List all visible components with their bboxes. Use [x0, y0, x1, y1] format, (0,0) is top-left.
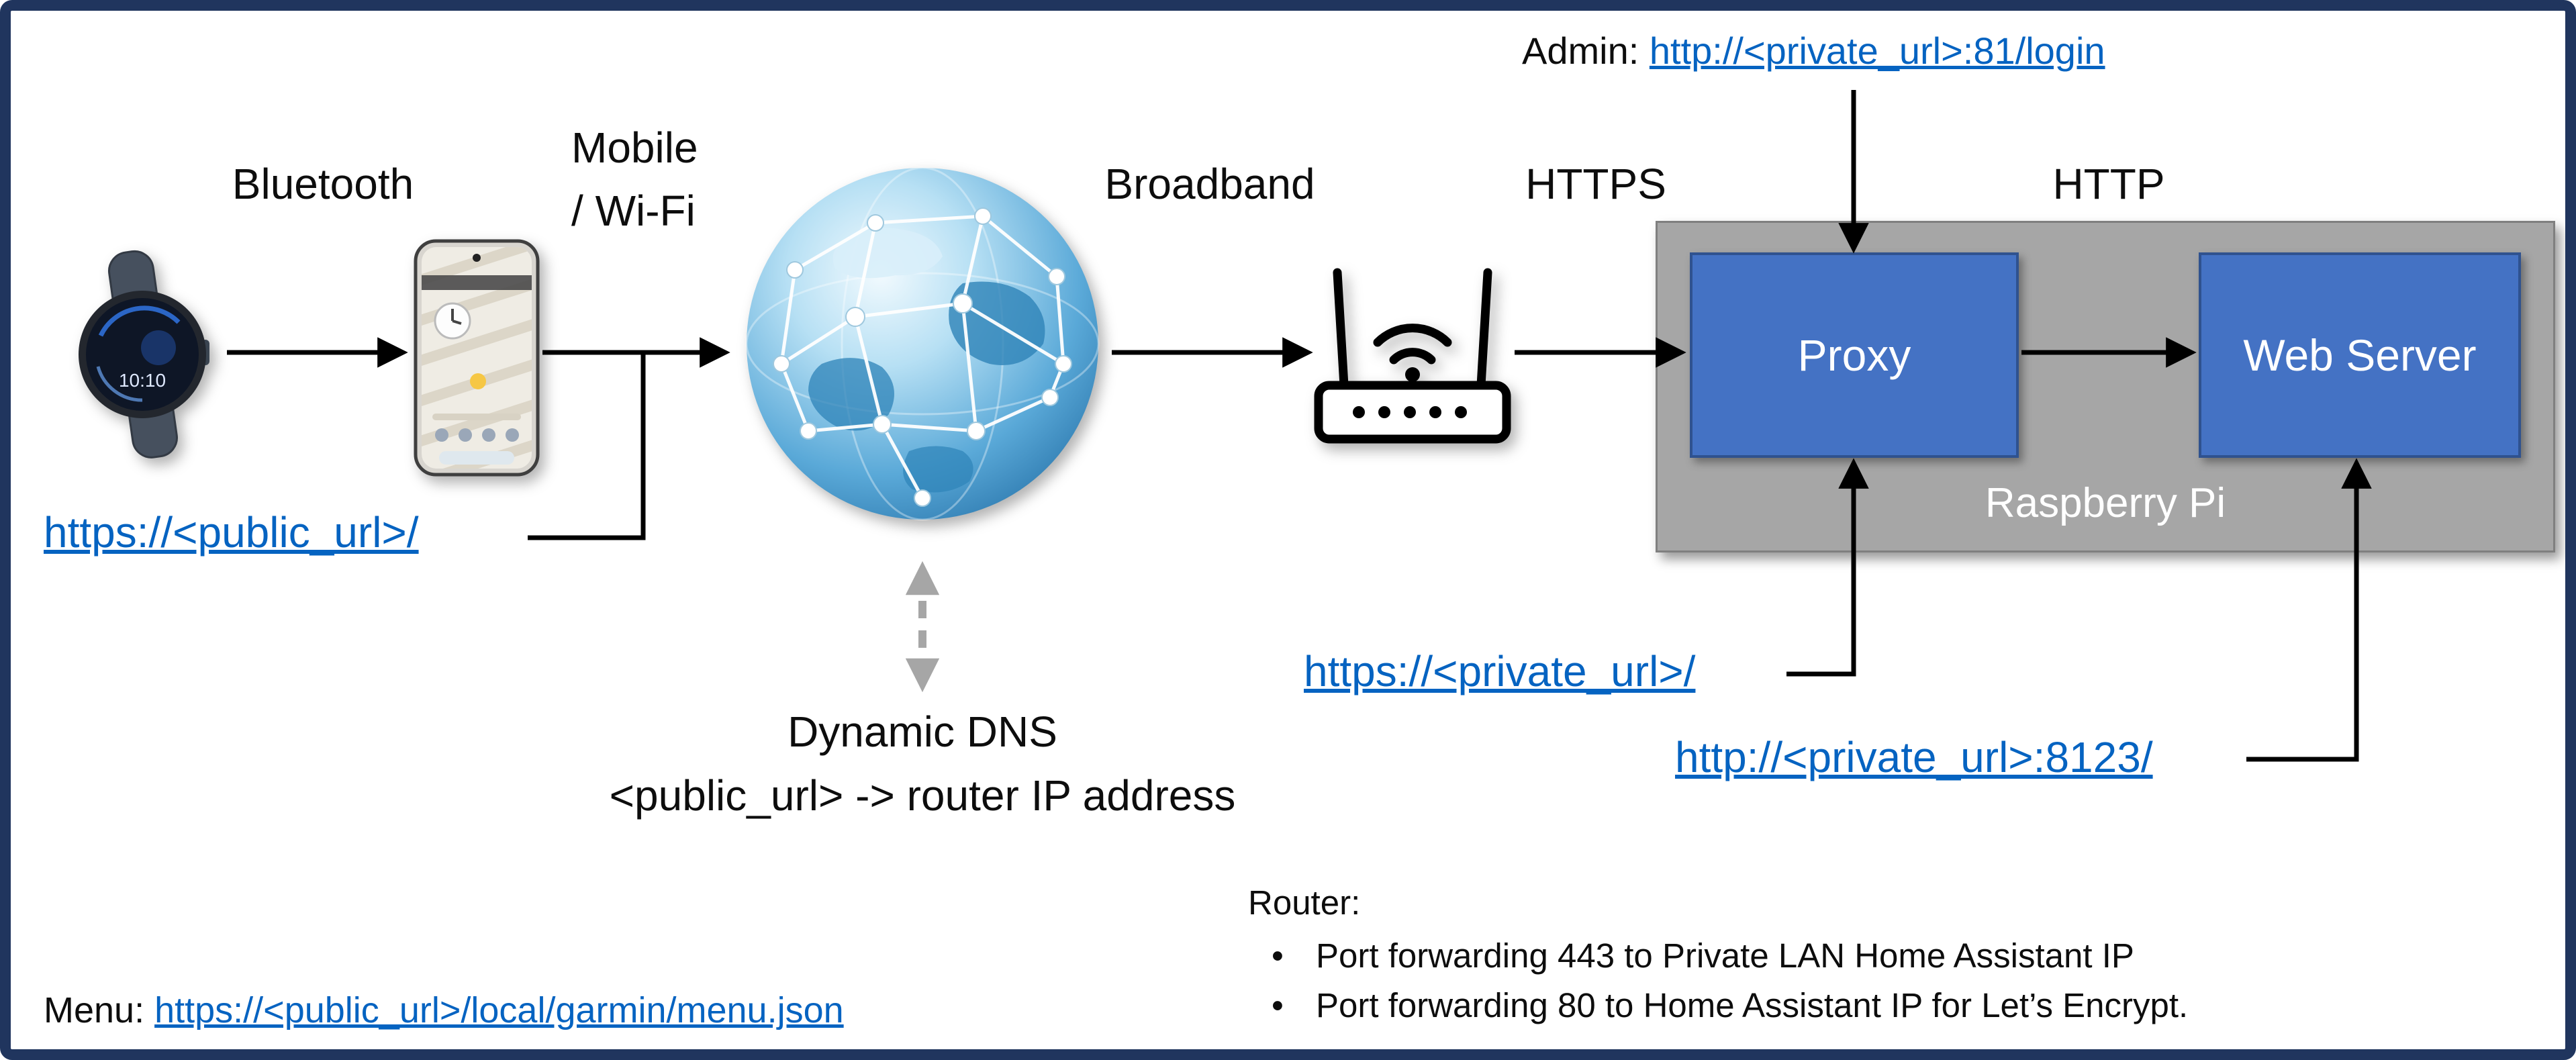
router-notes-title: Router: — [1248, 883, 1361, 922]
proxy-box: Proxy — [1690, 252, 2019, 458]
label-bluetooth: Bluetooth — [232, 160, 414, 208]
router-note-1-text: Port forwarding 443 to Private LAN Home … — [1316, 936, 2134, 975]
private-url-line: https://<private_url>/ — [1304, 647, 1695, 697]
watch-face-arc2 — [96, 366, 143, 402]
bullet-icon: • — [1272, 936, 1284, 975]
router-note-2-text: Port forwarding 80 to Home Assistant IP … — [1316, 986, 2189, 1024]
private-url-link[interactable]: https://<private_url>/ — [1304, 647, 1696, 695]
router-icon — [1314, 268, 1511, 444]
menu-url-link[interactable]: https://<public_url>/local/garmin/menu.j… — [154, 990, 844, 1030]
smartwatch-image: 10:10 — [79, 250, 209, 459]
watch-face-arc — [98, 305, 181, 337]
admin-prefix: Admin: — [1522, 30, 1650, 72]
raspberry-pi-label: Raspberry Pi — [1985, 480, 2226, 526]
router-antenna-left — [1333, 268, 1349, 390]
router-note-bullet-1: • Port forwarding 443 to Private LAN Home… — [1272, 936, 2134, 975]
phone-dock-divider — [432, 414, 521, 420]
wifi-arc-outer — [1373, 324, 1452, 347]
bullet-icon: • — [1272, 986, 1284, 1024]
label-wifi: / Wi-Fi — [571, 187, 696, 235]
web-server-label: Web Server — [2243, 330, 2477, 380]
phone-search-bar — [439, 451, 514, 465]
router-note-bullet-2: • Port forwarding 80 to Home Assistant IP… — [1272, 985, 2188, 1025]
label-dynamic-dns: Dynamic DNS — [788, 708, 1057, 756]
internet-globe-image — [745, 166, 1100, 521]
label-broadband: Broadband — [1104, 160, 1315, 208]
globe-network-nodes — [773, 207, 1072, 507]
label-mobile: Mobile — [571, 124, 698, 172]
phone-app-icons — [435, 428, 519, 442]
admin-url-link[interactable]: http://<private_url>:81/login — [1649, 30, 2105, 72]
wifi-dot — [1405, 367, 1420, 382]
phone-front-camera — [473, 254, 481, 262]
globe-continents — [808, 228, 1045, 493]
private-url-8123-line: http://<private_url>:8123/ — [1675, 733, 2153, 783]
label-http: HTTP — [2052, 160, 2165, 208]
public-url-line: https://<public_url>/ — [44, 508, 419, 558]
proxy-label: Proxy — [1797, 330, 1911, 380]
menu-prefix: Menu: — [44, 990, 155, 1030]
connector-public-url-to-arrow — [528, 354, 646, 540]
public-url-link[interactable]: https://<public_url>/ — [44, 508, 419, 557]
watch-time: 10:10 — [119, 370, 166, 391]
globe-network-lines — [779, 214, 1065, 499]
watch-widget — [141, 330, 176, 365]
label-dns-mapping: <public_url> -> router IP address — [609, 771, 1236, 820]
smartphone-image — [414, 239, 540, 477]
admin-line: Admin: http://<private_url>:81/login — [1522, 30, 2105, 73]
router-antenna-right — [1476, 268, 1492, 390]
menu-line: Menu: https://<public_url>/local/garmin/… — [44, 990, 844, 1031]
wifi-arc-inner — [1389, 348, 1436, 365]
phone-camera-bar — [422, 275, 532, 290]
web-server-box: Web Server — [2199, 252, 2521, 458]
phone-weather-icon — [470, 373, 486, 389]
router-leds — [1353, 406, 1467, 418]
private-url-8123-link[interactable]: http://<private_url>:8123/ — [1675, 733, 2153, 781]
label-https: HTTPS — [1525, 160, 1666, 208]
